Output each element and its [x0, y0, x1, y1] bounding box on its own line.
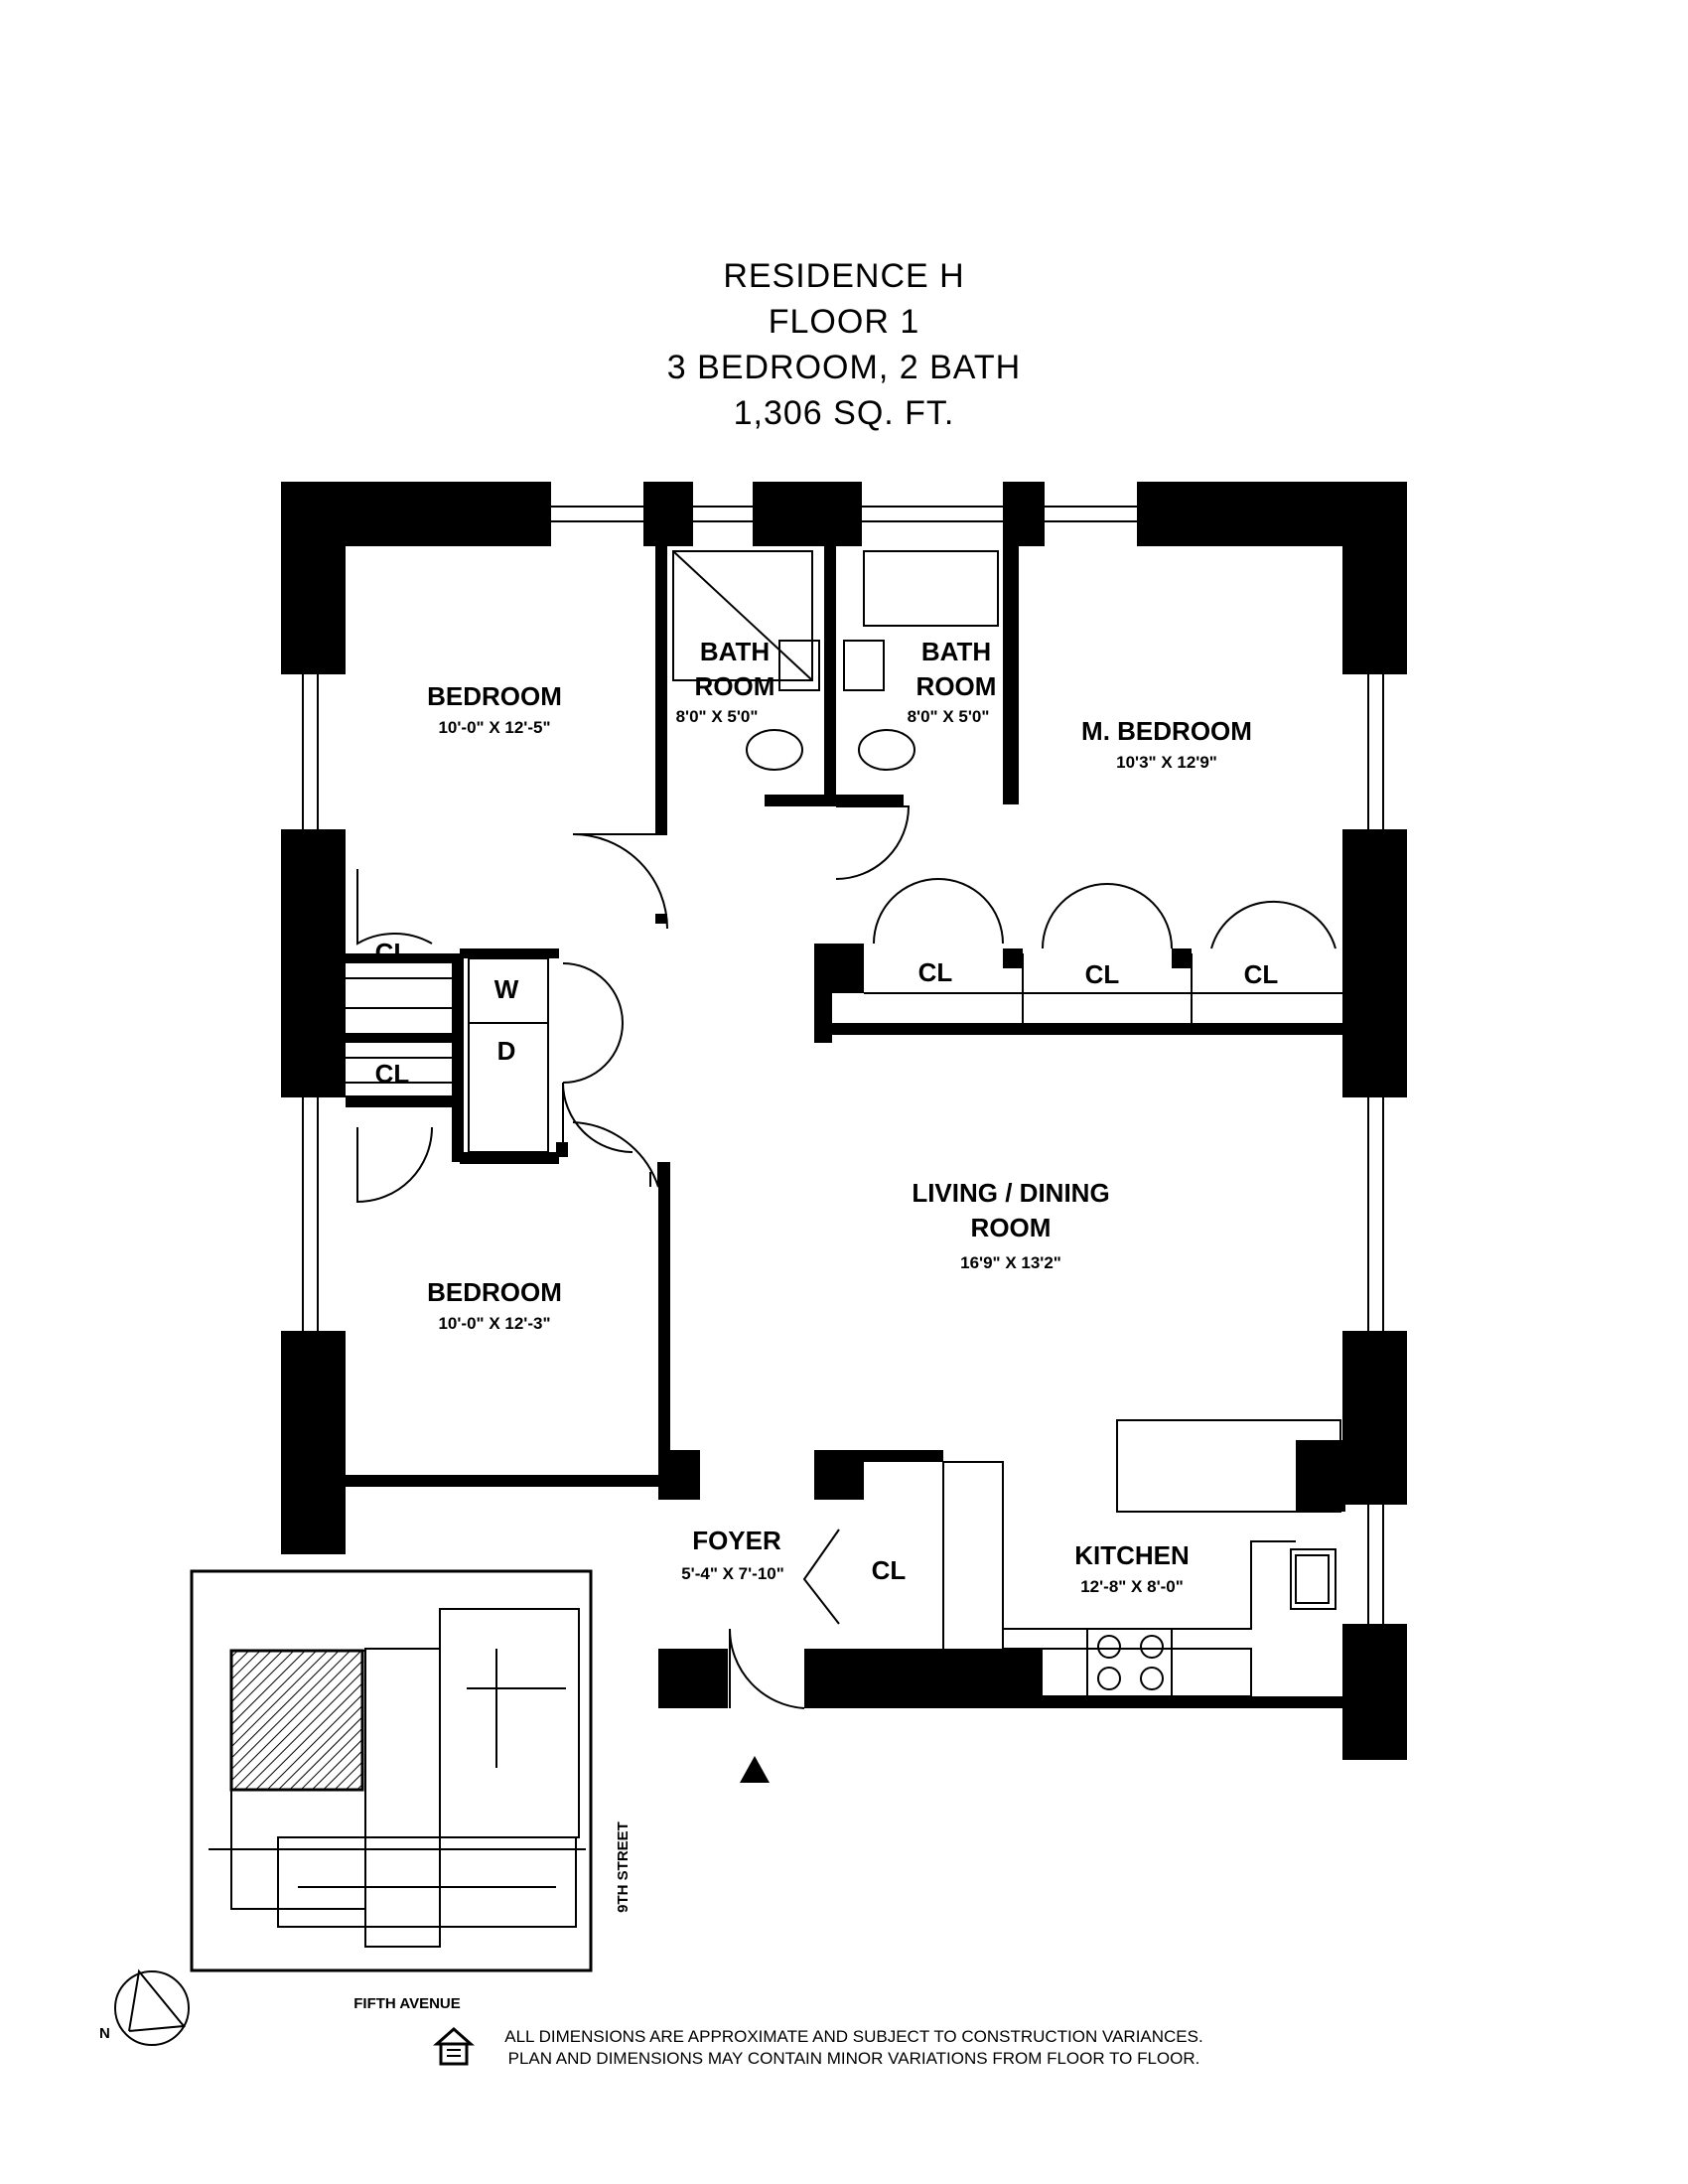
disclaimer: ALL DIMENSIONS ARE APPROXIMATE AND SUBJE…: [496, 2026, 1211, 2070]
bedroom2-dims: 10'-0" X 12'-3": [438, 1314, 550, 1333]
closet-label-b: CL: [375, 1059, 410, 1089]
unit-layout: 3 BEDROOM, 2 BATH: [666, 349, 1022, 386]
living-dims: 16'9" X 13'2": [960, 1253, 1061, 1272]
washer-label: W: [494, 974, 519, 1004]
thin-lines: [346, 550, 1342, 1697]
foyer-dims: 5'-4" X 7'-10": [681, 1564, 784, 1583]
dryer-label: D: [497, 1036, 516, 1066]
keyplan-street-right: 9TH STREET: [615, 1821, 632, 1913]
bath1-label-1: BATH: [700, 637, 770, 666]
closet-label-foyer: CL: [872, 1555, 907, 1585]
kitchen-dims: 12'-8" X 8'-0": [1080, 1577, 1184, 1596]
entry-arrow-icon: [740, 1756, 770, 1783]
bath1-dims: 8'0" X 5'0": [676, 707, 759, 726]
master-bedroom-label: M. BEDROOM: [1081, 716, 1252, 746]
kitchen-label: KITCHEN: [1074, 1540, 1190, 1570]
living-label-1: LIVING / DINING: [912, 1178, 1109, 1208]
closet-label-a: CL: [375, 938, 410, 967]
closet-label-c: CL: [918, 957, 953, 987]
closet-label-d: CL: [1085, 959, 1120, 989]
bath2-label-2: ROOM: [916, 671, 997, 701]
bedroom1-label: BEDROOM: [427, 681, 562, 711]
bath2-label-1: BATH: [921, 637, 991, 666]
plan-title: RESIDENCE H FLOOR 1 3 BEDROOM, 2 BATH 1,…: [0, 253, 1688, 436]
master-bedroom-dims: 10'3" X 12'9": [1116, 753, 1217, 772]
bedroom1-dims: 10'-0" X 12'-5": [438, 718, 550, 737]
stove-icon: [1086, 1628, 1173, 1697]
windows: [302, 506, 1384, 1624]
walls: [281, 482, 1407, 1760]
residence-name: RESIDENCE H: [723, 257, 965, 295]
north-compass-icon: [114, 1968, 190, 2046]
key-plan: FIFTH AVENUE 9TH STREET: [190, 1569, 632, 2012]
equal-housing-icon: [433, 2026, 475, 2066]
room-labels: BEDROOM 10'-0" X 12'-5" BATH ROOM 8'0" X…: [375, 637, 1279, 1596]
bedroom2-label: BEDROOM: [427, 1277, 562, 1307]
living-label-2: ROOM: [971, 1213, 1052, 1242]
floor-number: FLOOR 1: [768, 303, 920, 341]
unit-area: 1,306 SQ. FT.: [733, 394, 955, 432]
foyer-label: FOYER: [692, 1526, 781, 1555]
closet-label-e: CL: [1244, 959, 1279, 989]
partitions: [346, 546, 1342, 1490]
keyplan-street-bottom: FIFTH AVENUE: [353, 1995, 461, 2012]
disclaimer-line-1: ALL DIMENSIONS ARE APPROXIMATE AND SUBJE…: [504, 2027, 1203, 2046]
bath2-dims: 8'0" X 5'0": [908, 707, 990, 726]
doors: [356, 805, 1336, 1709]
disclaimer-line-2: PLAN AND DIMENSIONS MAY CONTAIN MINOR VA…: [507, 2049, 1200, 2068]
compass-north-label: N: [99, 2025, 110, 2042]
bath1-label-2: ROOM: [695, 671, 775, 701]
